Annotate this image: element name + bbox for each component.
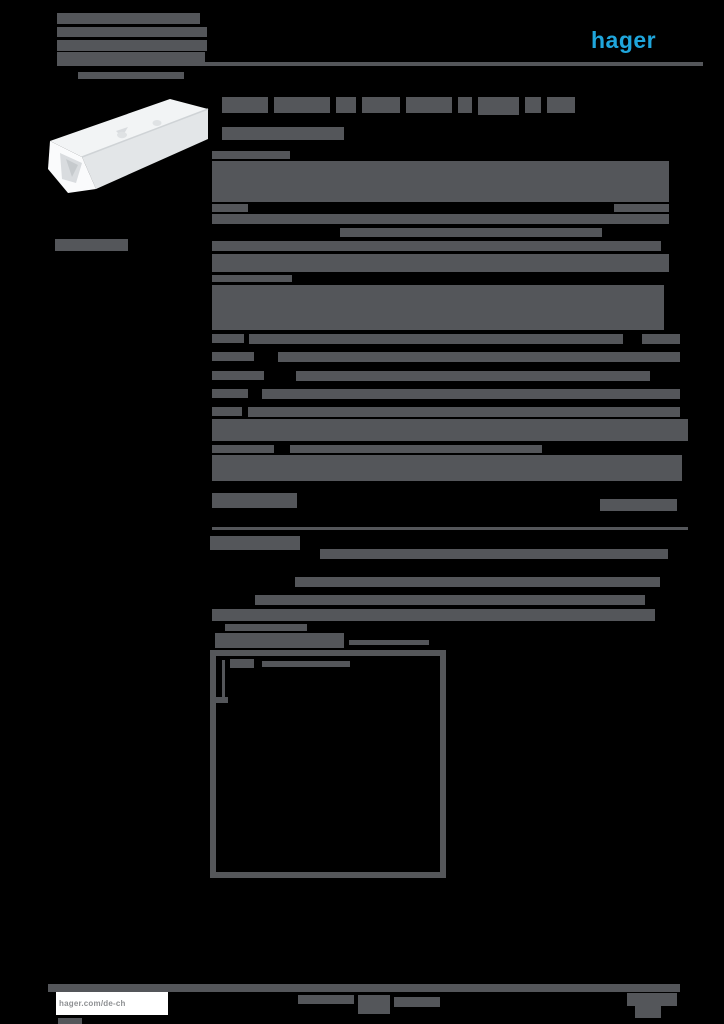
title-word-5: [406, 97, 452, 113]
diagram-dim-line: [222, 660, 225, 702]
section-header: [210, 536, 300, 550]
dimension-diagram-box: [210, 650, 446, 878]
diagram-section-header: [215, 633, 344, 648]
spec-row: [340, 228, 602, 237]
section-value-right: [600, 499, 677, 511]
diagram-dim-text: [262, 661, 350, 667]
title-word-2: [274, 97, 330, 113]
section-header: [212, 493, 297, 508]
spec-block-4: [212, 285, 664, 330]
spec-row: [212, 241, 661, 251]
spec-row-value: [255, 595, 645, 605]
footer-rule: [48, 984, 680, 992]
side-label: [55, 239, 128, 251]
title-word-8: [525, 97, 541, 113]
address-line-3: [57, 40, 207, 51]
spec-row-label: [212, 445, 274, 453]
title-word-3: [336, 97, 356, 113]
header-rule: [57, 62, 703, 66]
spec-row-unit: [642, 334, 680, 344]
spec-row-value: [278, 352, 680, 362]
hager-logo: hager: [591, 27, 657, 53]
footer-website-box: hager.com/de-ch: [56, 992, 168, 1015]
section-divider: [212, 527, 688, 530]
spec-row-label: [212, 407, 242, 416]
spec-block-7: [212, 609, 655, 621]
address-line-5: [78, 72, 184, 79]
subtitle: [222, 127, 344, 140]
spec-block-5: [212, 419, 688, 441]
footer-left-blob: [58, 1018, 82, 1024]
spec-block-2: [212, 214, 669, 224]
spec-row-value: [249, 334, 623, 344]
spec-row-value: [248, 407, 680, 417]
diagram-dim-text: [230, 659, 254, 668]
footer-center-blob: [298, 995, 354, 1004]
footer-website-link[interactable]: hager.com/de-ch: [59, 999, 126, 1008]
spec-row-value: [290, 445, 542, 453]
product-image: [48, 99, 209, 193]
spec-row-label: [212, 352, 254, 361]
footer-center-blob: [394, 997, 440, 1007]
spec-row-label: [212, 275, 292, 282]
footer-center-blob: [358, 995, 390, 1014]
address-line-4: [57, 52, 205, 62]
diagram-dim-tick: [214, 697, 228, 703]
title-word-4: [362, 97, 400, 113]
spec-block-1: [212, 161, 669, 202]
address-line-1: [57, 13, 200, 24]
spec-block-3: [212, 254, 669, 272]
title-word-1: [222, 97, 268, 113]
spec-row-value: [320, 549, 668, 559]
spec-row-label: [212, 371, 264, 380]
spec-row-value: [614, 204, 669, 212]
title-word-9: [547, 97, 575, 113]
spec-row-value: [262, 389, 680, 399]
spec-row-label: [212, 334, 244, 343]
address-line-2: [57, 27, 207, 37]
spec-row-value: [296, 371, 650, 381]
spec-row-value: [295, 577, 660, 587]
title-word-6: [458, 97, 472, 113]
spec-block-6: [212, 455, 682, 481]
spec-row-label: [212, 204, 248, 212]
spec-col-header: [212, 151, 290, 159]
diagram-caption: [349, 640, 429, 645]
title-word-7: [478, 97, 519, 115]
note-line: [225, 624, 307, 631]
footer-right-blob: [627, 993, 677, 1006]
spec-row-label: [212, 389, 248, 398]
footer-right-blob: [635, 1006, 661, 1018]
